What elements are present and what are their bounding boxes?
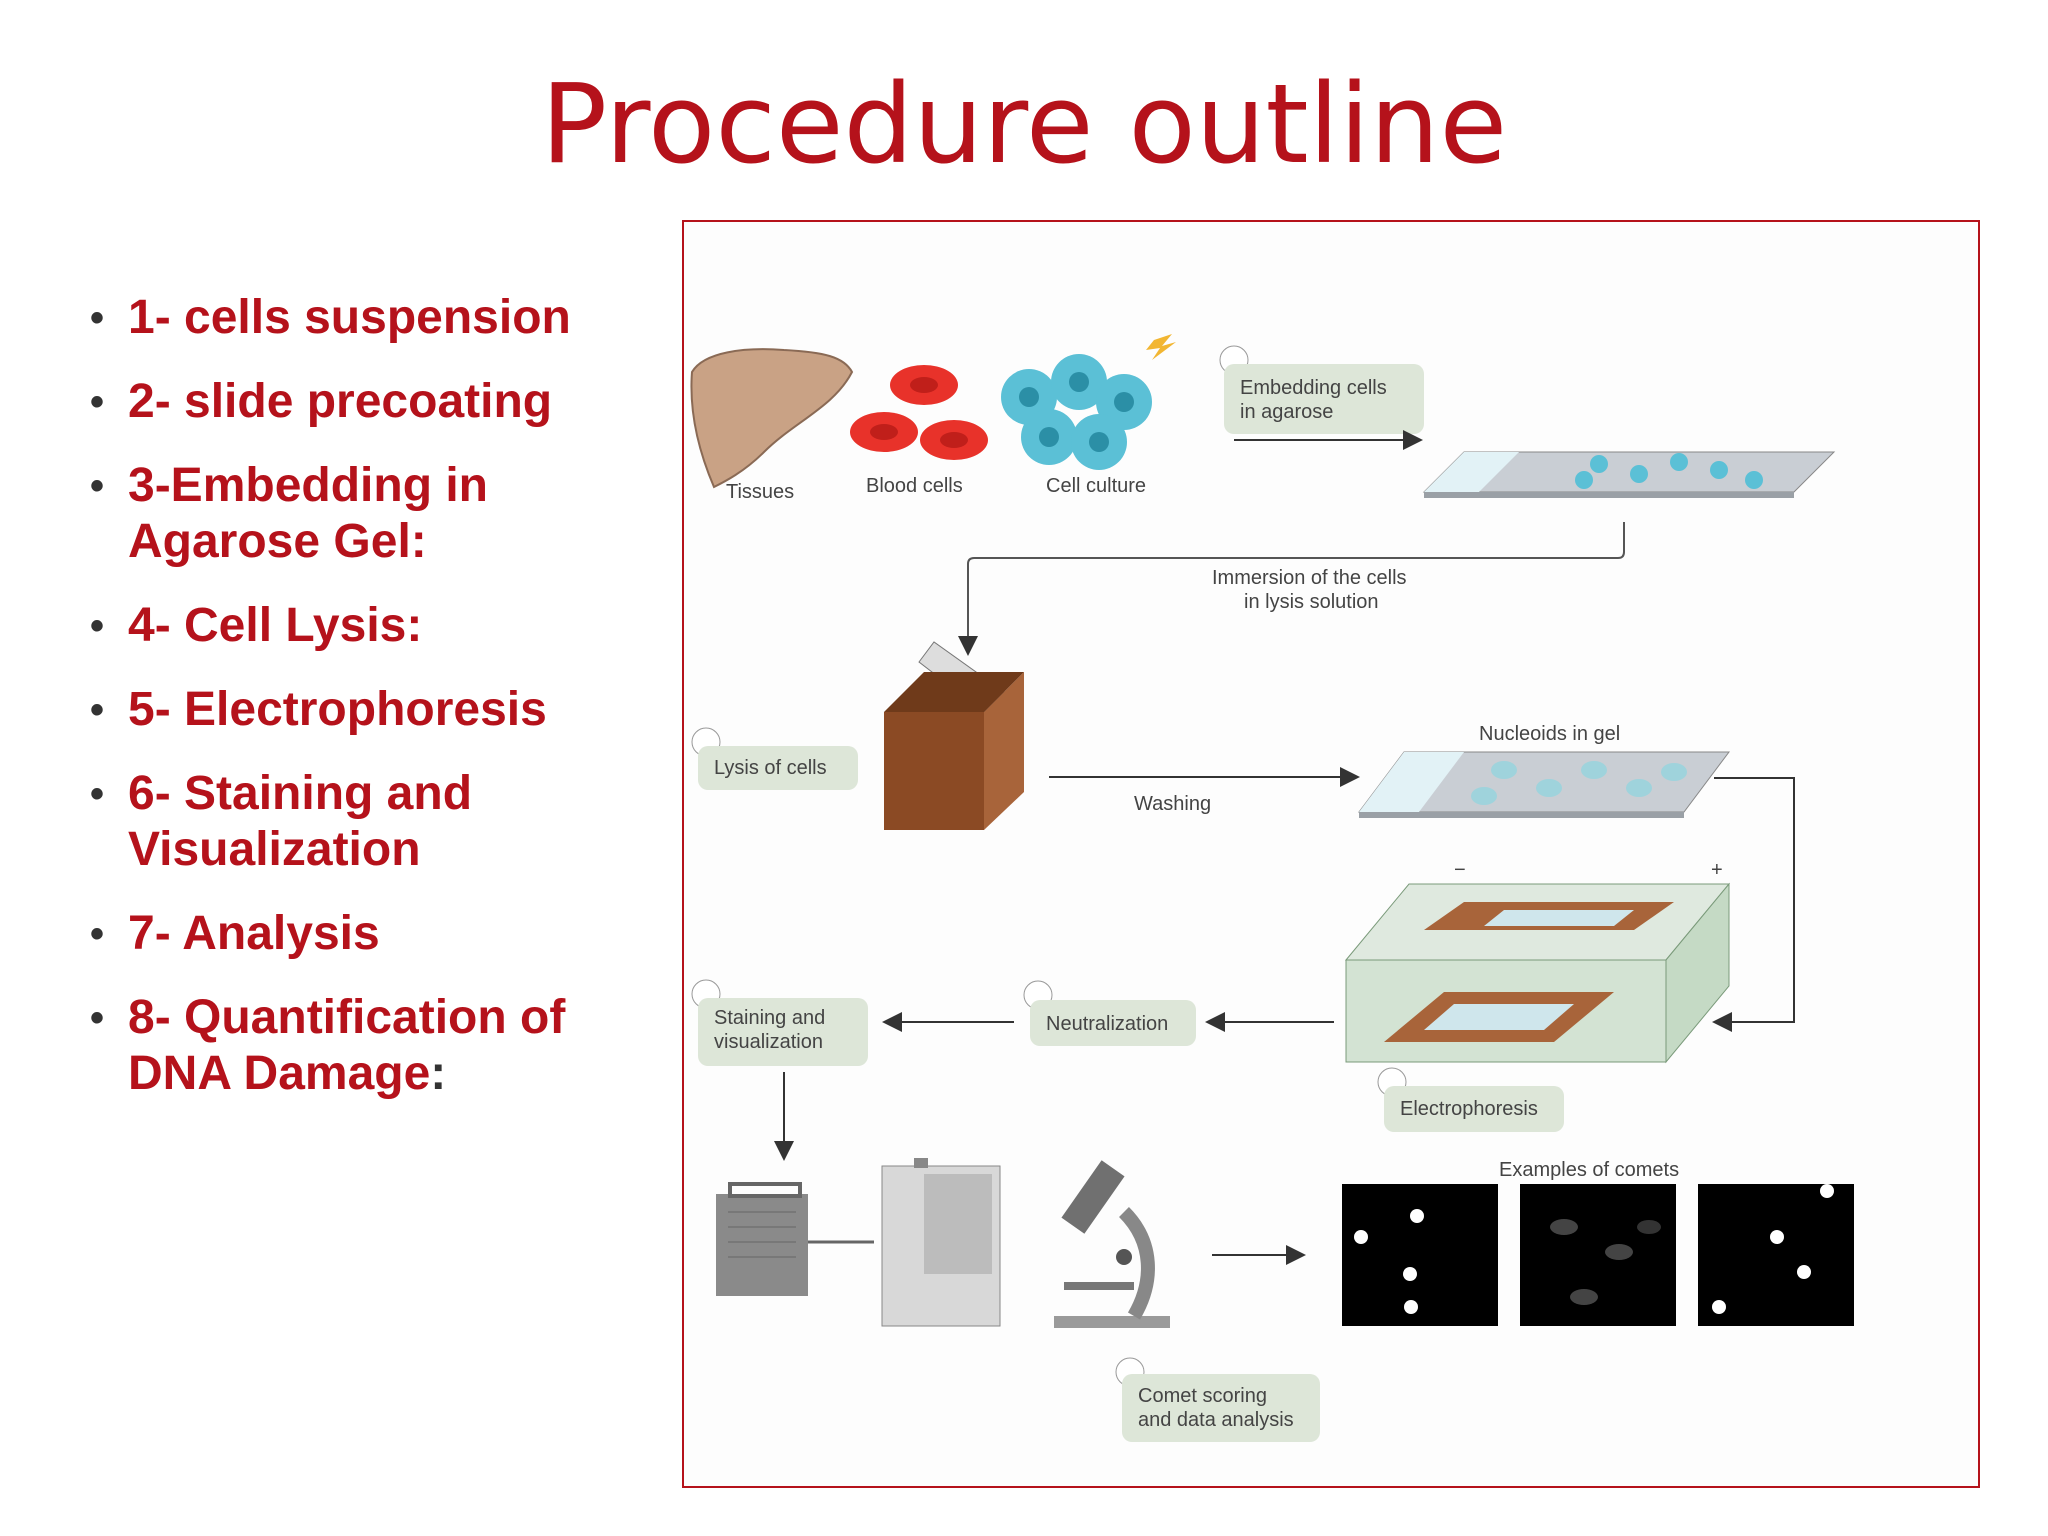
step-item: 2- slide precoating — [90, 374, 650, 430]
step-item: 1- cells suspension — [90, 290, 650, 346]
embedding-label-2: in agarose — [1240, 401, 1333, 423]
plus-sign: + — [1711, 859, 1723, 881]
incubator-icon — [881, 1158, 1001, 1327]
lysis-container-icon — [884, 641, 1024, 830]
scoring-label-1: Comet scoring — [1138, 1385, 1267, 1407]
step-text: 6- Staining and Visualization — [128, 767, 473, 876]
lysis-box — [698, 746, 858, 790]
minus-sign: − — [1454, 859, 1466, 881]
microscope-icon — [1054, 1160, 1170, 1328]
comet-image — [1520, 1184, 1676, 1326]
step-text: 5- Electrophoresis — [128, 683, 547, 736]
neutralization-label: Neutralization — [1046, 1013, 1168, 1035]
step-text: 3-Embedding in Agarose Gel: — [128, 459, 488, 568]
step-item: 5- Electrophoresis — [90, 682, 650, 738]
comet-examples-label: Examples of comets — [1499, 1159, 1679, 1181]
embedding-label-1: Embedding cells — [1240, 377, 1387, 399]
immersion-label-1: Immersion of the cells — [1212, 567, 1407, 589]
connector-arrow — [1712, 777, 1795, 1032]
diagram-canvas: Tissues Blood cells Cell culture Embeddi… — [690, 334, 1854, 1442]
step-item: 6- Staining and Visualization — [90, 766, 650, 878]
embedding-box — [1224, 364, 1424, 434]
washing-label: Washing — [1134, 793, 1211, 815]
step-item: 4- Cell Lysis: — [90, 598, 650, 654]
step-text: 1- cells suspension — [128, 291, 571, 344]
electrophoresis-label: Electrophoresis — [1400, 1098, 1538, 1120]
blood-cells-label: Blood cells — [866, 475, 963, 497]
staining-label-2: visualization — [714, 1031, 823, 1053]
electrophoresis-chamber — [1344, 882, 1731, 1064]
step-item: 8- Quantification of DNA Damage: — [90, 990, 650, 1102]
power-supply-icon — [716, 1182, 874, 1296]
step-text: 4- Cell Lysis: — [128, 599, 423, 652]
step-colon: : — [430, 1047, 447, 1100]
comet-image — [1342, 1184, 1498, 1326]
step-text: 2- slide precoating — [128, 375, 553, 428]
neutralization-box — [1030, 1000, 1196, 1046]
step-text: 7- Analysis — [128, 907, 380, 960]
tissues-label: Tissues — [726, 481, 794, 503]
step-text: 8- Quantification of DNA Damage — [128, 991, 566, 1100]
electrophoresis-box — [1384, 1086, 1564, 1132]
step-item: 3-Embedding in Agarose Gel: — [90, 458, 650, 570]
step-item: 7- Analysis — [90, 906, 650, 962]
staining-box — [698, 998, 868, 1066]
cell-culture-label: Cell culture — [1046, 475, 1146, 497]
scoring-label-2: and data analysis — [1138, 1409, 1294, 1431]
connector-arrow — [958, 522, 1625, 656]
cell-culture-icon — [1001, 334, 1176, 470]
liver-icon — [690, 348, 854, 489]
comet-assay-diagram: Tissues Blood cells Cell culture Embeddi… — [682, 220, 1980, 1488]
slide-title: Procedure outline — [540, 60, 1508, 188]
lysis-label: Lysis of cells — [714, 757, 827, 779]
steps-list: 1- cells suspension 2- slide precoating … — [90, 290, 650, 1130]
staining-label-1: Staining and — [714, 1007, 825, 1029]
immersion-label-2: in lysis solution — [1244, 591, 1379, 613]
nucleoid-slide — [1358, 751, 1730, 818]
scoring-box — [1122, 1374, 1320, 1442]
embedded-slide — [1422, 451, 1836, 498]
comet-image — [1698, 1184, 1854, 1326]
nucleoids-label: Nucleoids in gel — [1479, 723, 1620, 745]
blood-cells-icon — [850, 365, 988, 460]
